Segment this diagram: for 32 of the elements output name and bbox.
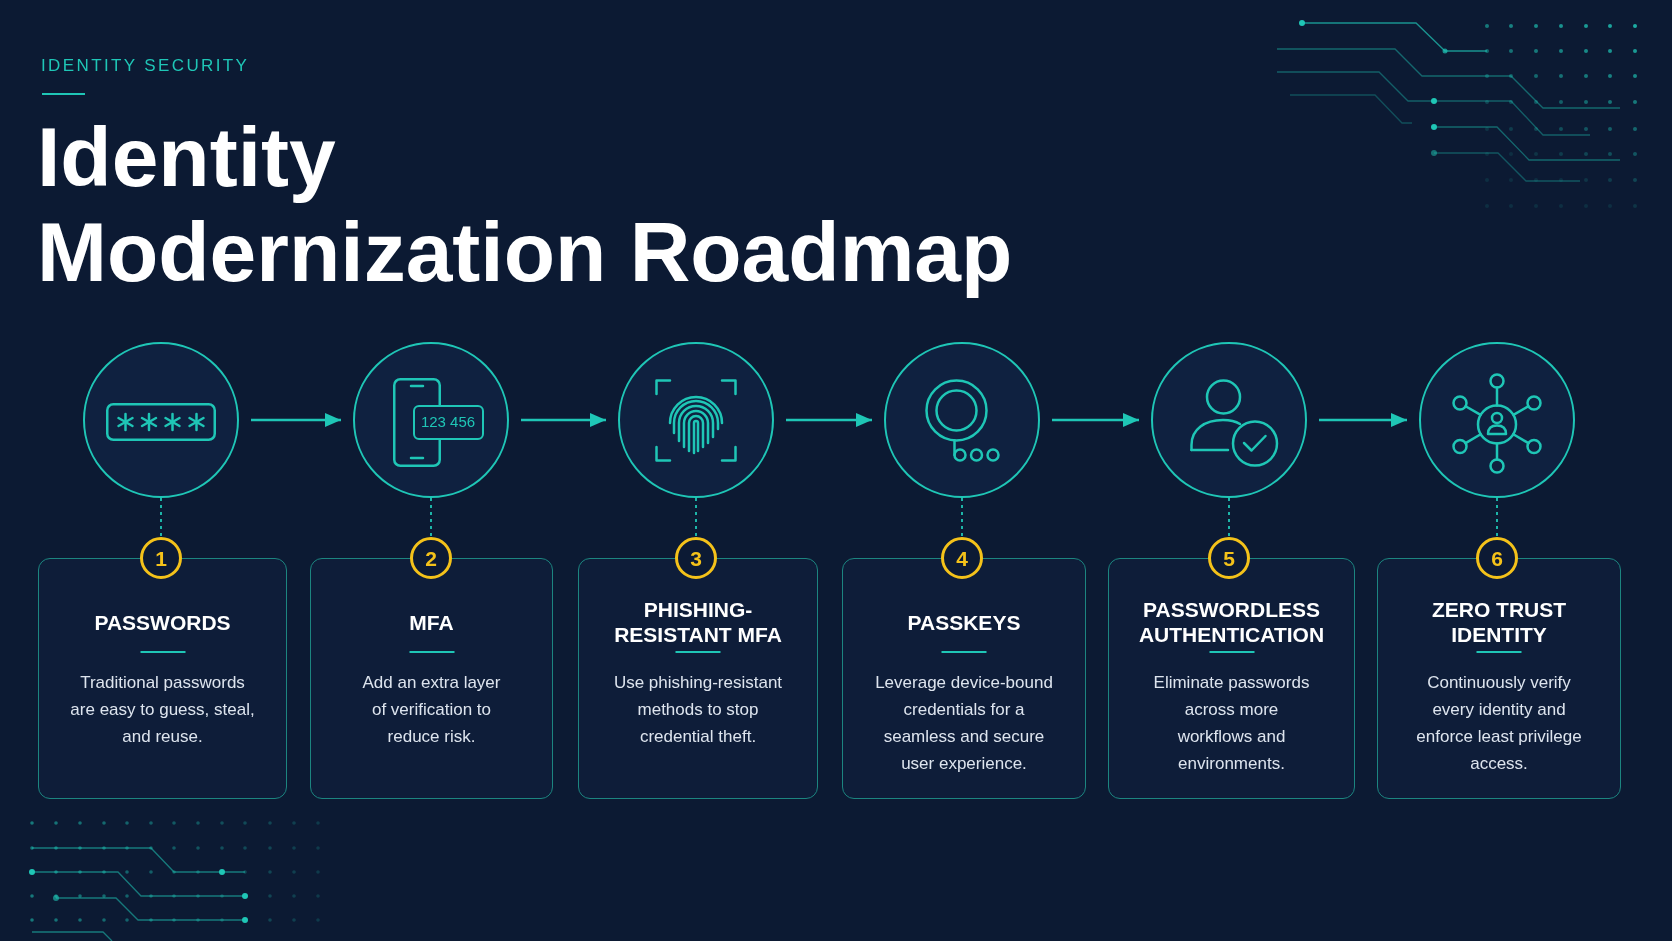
card-title: MFA: [409, 609, 454, 635]
card-title: PASSKEYS: [907, 609, 1021, 635]
step-number-badge: 1: [140, 537, 182, 579]
card-description: Continuously verify every identity and enforce least privilege access.: [1415, 672, 1583, 775]
card-description: Add an extra layer of verification to reduce risk.: [361, 672, 502, 748]
dashed-connector: [430, 497, 432, 538]
page-title: Identity Modernization Roadmap: [37, 110, 1013, 300]
card-description: Traditional passwords are easy to guess, steal, and reuse.: [69, 672, 256, 748]
step-number-badge: 4: [941, 537, 983, 579]
eyebrow-label: IDENTITY SECURITY: [41, 55, 250, 77]
one-time-code: 123 456: [412, 404, 484, 440]
card-description: Eliminate passwords across more workflows and environments.: [1152, 672, 1311, 775]
arrow: [251, 413, 341, 427]
dashed-connector: [160, 497, 162, 538]
arrow: [1319, 413, 1407, 427]
dashed-connector: [1228, 497, 1230, 538]
dashed-connector: [695, 497, 697, 538]
dashed-connector: [961, 497, 963, 538]
step-number-badge: 5: [1208, 537, 1250, 579]
arrow: [786, 413, 872, 427]
dashed-connector: [1496, 497, 1498, 538]
arrow: [521, 413, 606, 427]
card-title: ZERO TRUST IDENTITY: [1430, 597, 1568, 647]
step-number-badge: 3: [675, 537, 717, 579]
card-title: PASSWORDS: [94, 609, 231, 635]
arrow: [1052, 413, 1139, 427]
card-title: PASSWORDLESS AUTHENTICATION: [1137, 597, 1326, 647]
step-number-badge: 6: [1476, 537, 1518, 579]
card-description: Use phishing-resistant methods to stop credential theft.: [612, 672, 784, 748]
step-number-badge: 2: [410, 537, 452, 579]
card-title: PHISHING-RESISTANT MFA: [613, 597, 783, 647]
card-description: Leverage device-bound credentials for a seamless and secure user experience.: [874, 672, 1054, 775]
